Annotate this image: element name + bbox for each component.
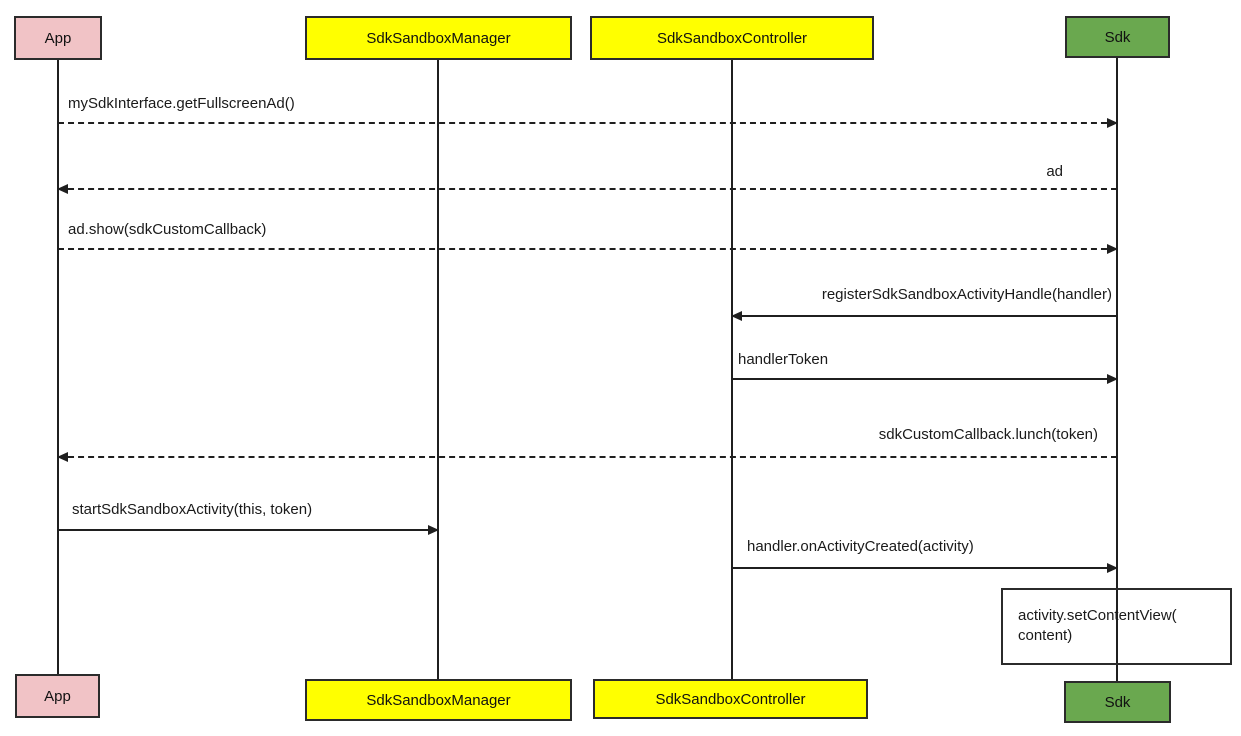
arrowhead-icon <box>1107 118 1118 128</box>
lifeline-manager <box>437 60 439 679</box>
actor-manager-label: SdkSandboxManager <box>366 29 511 47</box>
actor-sdk-label: Sdk <box>1104 693 1131 711</box>
arrowhead-icon <box>1107 244 1118 254</box>
actor-app-label: App <box>44 29 72 47</box>
lifeline-controller <box>731 60 733 679</box>
actor-manager-bottom: SdkSandboxManager <box>305 679 572 721</box>
message-label: mySdkInterface.getFullscreenAd() <box>68 95 295 112</box>
message-label: startSdkSandboxActivity(this, token) <box>72 501 313 518</box>
actor-app-label: App <box>44 687 71 705</box>
message-arrow-controller-to-sdk <box>732 374 1118 384</box>
note-line-2: content) <box>1018 627 1073 644</box>
arrowhead-icon <box>1107 563 1118 573</box>
message-arrow-sdk-to-app <box>57 452 1117 462</box>
message-label: ad <box>1046 163 1063 180</box>
actor-controller-label: SdkSandboxController <box>656 29 808 47</box>
message-label: ad.show(sdkCustomCallback) <box>68 221 267 238</box>
message-label: handler.onActivityCreated(activity) <box>747 538 974 555</box>
lifeline-app <box>57 60 59 674</box>
arrowhead-icon <box>57 184 68 194</box>
arrowhead-icon <box>731 311 742 321</box>
note-activity-setcontentview: activity.setContentView( content) <box>1001 588 1232 665</box>
message-label: handlerToken <box>738 351 829 368</box>
message-arrow-sdk-to-app <box>57 184 1117 194</box>
lifeline-sdk <box>1116 58 1118 681</box>
actor-controller-bottom: SdkSandboxController <box>593 679 868 719</box>
message-arrow-sdk-to-controller <box>731 311 1117 321</box>
message-arrow-app-to-sdk <box>58 118 1118 128</box>
actor-app-bottom: App <box>15 674 100 718</box>
message-label: registerSdkSandboxActivityHandle(handler… <box>821 286 1112 303</box>
message-label: sdkCustomCallback.lunch(token) <box>878 426 1098 443</box>
actor-app-top: App <box>14 16 102 60</box>
note-line-1: activity.setContentView( <box>1018 607 1177 624</box>
actor-controller-top: SdkSandboxController <box>590 16 874 60</box>
arrowhead-icon <box>57 452 68 462</box>
actor-sdk-label: Sdk <box>1104 28 1131 46</box>
arrowhead-icon <box>428 525 439 535</box>
actor-manager-top: SdkSandboxManager <box>305 16 572 60</box>
actor-controller-label: SdkSandboxController <box>655 690 806 708</box>
message-arrow-app-to-sdk <box>58 244 1118 254</box>
actor-manager-label: SdkSandboxManager <box>366 691 511 709</box>
message-arrow-app-to-manager <box>58 525 439 535</box>
arrowhead-icon <box>1107 374 1118 384</box>
actor-sdk-bottom: Sdk <box>1064 681 1171 723</box>
message-arrow-controller-to-sdk <box>732 563 1118 573</box>
actor-sdk-top: Sdk <box>1065 16 1170 58</box>
